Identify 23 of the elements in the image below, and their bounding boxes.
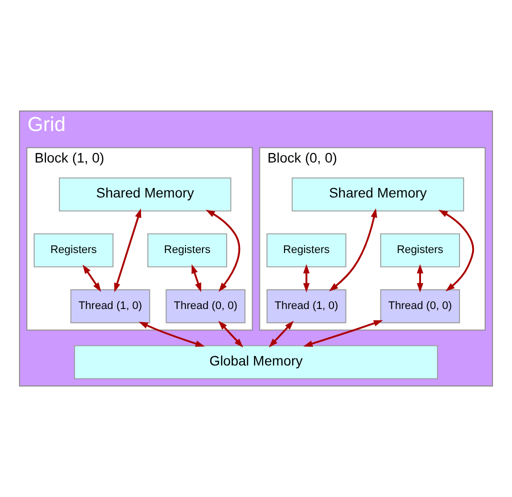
node-box: Registers [380, 233, 460, 268]
node-box: Thread (1, 0) [266, 289, 346, 324]
arrow [218, 320, 244, 348]
node-box: Shared Memory [292, 177, 464, 212]
arrow [206, 210, 240, 292]
node-box: Thread (0, 0) [166, 289, 246, 324]
arrow [138, 322, 205, 347]
node-box: Thread (1, 0) [70, 289, 150, 324]
node-box: Global Memory [74, 345, 438, 380]
arrow [303, 320, 383, 347]
arrow [438, 210, 474, 292]
node-box: Shared Memory [58, 177, 232, 212]
node-box: Registers [34, 233, 114, 268]
node-box: Thread (0, 0) [380, 289, 460, 324]
arrow [268, 320, 294, 348]
arrow [329, 208, 378, 292]
arrow [192, 264, 202, 292]
node-box: Registers [147, 233, 228, 268]
arrow [416, 264, 424, 292]
arrow [82, 264, 102, 292]
arrow [114, 208, 142, 292]
arrow [303, 264, 310, 292]
node-box: Registers [266, 233, 346, 268]
